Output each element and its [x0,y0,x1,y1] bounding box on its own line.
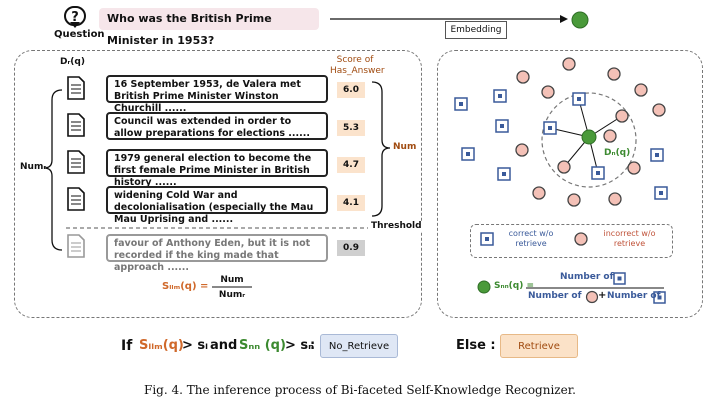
dr-label: Dᵣ(q) [60,57,85,67]
num-r-label: Numᵣ [20,162,47,172]
doc-score: 4.1 [337,195,365,211]
retrieved-doc: Council was extended in order to allow p… [106,112,328,140]
snn-dot [477,280,491,294]
figure-caption: Fig. 4. The inference process of Bi-face… [144,383,576,397]
embedding-label: Embedding [445,21,507,39]
snn-formula-lhs: Sₙₙ(q) = [494,281,535,291]
left-panel [14,50,422,318]
sllm-numerator: Num [220,275,244,285]
retrieve-button: Retrieve [500,334,578,358]
legend-correct-label: correct w/o retrieve [508,229,554,248]
no-retrieve-button: No_Retrieve [320,334,398,358]
snn-denominator-a: Number of [528,291,582,301]
center-dot [581,129,597,145]
legend [470,224,673,258]
retrieved-doc-below-threshold: favour of Anthony Eden, but it is not re… [106,234,328,273]
if-text: If [121,338,133,354]
else-text: Else : [456,338,496,353]
retrieved-doc: 16 September 1953, de Valera met British… [106,75,328,114]
score-header: Score of Has_Answer [330,55,385,76]
threshold-label: Threshold [368,221,425,231]
neighbor-radius [541,92,637,188]
right-panel [437,50,703,318]
num-r-bracket [43,89,63,251]
document-icon [67,76,85,100]
retrieved-doc: 1979 general election to become the firs… [106,149,328,188]
document-icon [67,150,85,174]
legend-incorrect-label: incorrect w/o retrieve [603,229,656,248]
num-label: Num [393,142,417,152]
colon: : [310,338,316,353]
sllm-formula-lhs: Sₗₗₘ(q) = [162,281,209,292]
question-icon-tail [70,22,80,28]
embedding-arrowhead [560,15,568,23]
document-icon [67,187,85,211]
snn-denominator-b: Number of [607,291,661,301]
retrieved-doc: widening Cold War and decolonialisation … [106,186,328,225]
doc-score: 0.9 [337,240,365,256]
correct-marker-cores [459,94,663,195]
document-icon [67,113,85,137]
snn-plus: + [598,290,607,301]
legend-incorrect-marker [574,232,588,246]
doc-score: 5.3 [337,120,365,136]
dn-label: Dₙ(q) [604,148,631,158]
snn-numerator: Number of [560,272,614,282]
doc-score: 4.7 [337,157,365,173]
question-label: Question [54,29,105,40]
doc-score: 6.0 [337,82,365,98]
snn-term: Sₙₙ (q) [239,338,286,353]
query-embedding-dot [571,11,589,29]
document-icon-gray [67,234,85,258]
threshold-l: > sₗ [182,338,209,353]
question-text: Who was the British Prime Minister in 19… [99,8,319,47]
threshold-n: > sₙ [285,338,315,353]
sllm-denominator: Numᵣ [218,290,246,300]
and-text: and [210,338,238,353]
incorrect-markers [515,57,666,207]
sllm-term: Sₗₗₘ(q) [139,338,184,353]
num-bracket [371,81,391,217]
